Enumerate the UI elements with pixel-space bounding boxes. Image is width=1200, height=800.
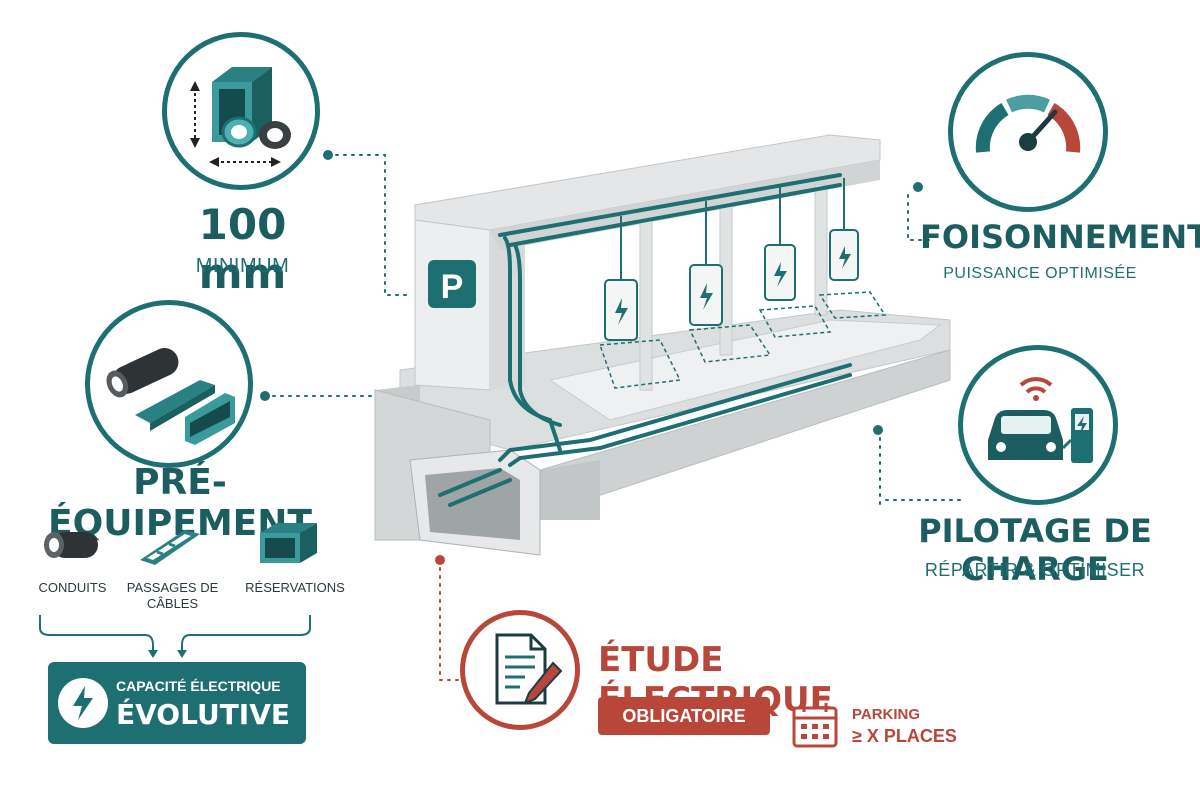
parking-line1: PARKING — [852, 706, 921, 723]
ev-charging-icon — [988, 377, 1093, 463]
pilotage-subtitle: RÉPARTIR & OPTIMISER — [924, 560, 1146, 580]
calendar-icon — [792, 703, 838, 748]
pre-equipment-brackets — [39, 615, 311, 658]
capacity-banner: CAPACITÉ ÉLECTRIQUE ÉVOLUTIVE — [48, 662, 306, 744]
parking-line2: ≥ X PLACES — [852, 726, 957, 746]
cable-tray-icon — [140, 530, 200, 565]
capacity-lightning-icon — [58, 678, 108, 728]
conduits-icon — [44, 532, 98, 558]
capacity-line1: CAPACITÉ ÉLECTRIQUE — [116, 678, 281, 694]
reservation-box-icon — [260, 523, 317, 563]
conduits-label: CONDUITS — [38, 580, 107, 595]
reservations-label: RÉSERVATIONS — [245, 580, 345, 595]
foisonnement-badge — [948, 52, 1108, 212]
capacity-line2: ÉVOLUTIVE — [116, 698, 291, 731]
document-pen-icon — [495, 633, 563, 705]
parking-sign-letter: P — [441, 268, 464, 306]
pilotage-title: PILOTAGE DE CHARGE — [918, 512, 1152, 588]
foisonnement-subtitle: PUISSANCE OPTIMISÉE — [943, 265, 1137, 282]
conduit-dimension-badge — [162, 32, 320, 190]
conduit-min-value: 100 mm — [198, 200, 287, 298]
foisonnement-title: FOISONNEMENT — [920, 218, 1200, 256]
pilotage-badge — [958, 345, 1118, 505]
conduit-dimension-icon — [190, 67, 291, 167]
obligatoire-badge: OBLIGATOIRE — [598, 697, 770, 735]
conduit-min-caption: MINIMUM — [195, 255, 290, 277]
parking-structure-illustration: P — [374, 134, 951, 556]
pre-equipment-badge — [85, 300, 253, 468]
etude-badge — [460, 610, 580, 730]
cable-passages-label: PASSAGES DE CÂBLES — [126, 580, 219, 611]
gauge-icon — [975, 94, 1081, 153]
pre-equipment-icon — [106, 348, 235, 445]
